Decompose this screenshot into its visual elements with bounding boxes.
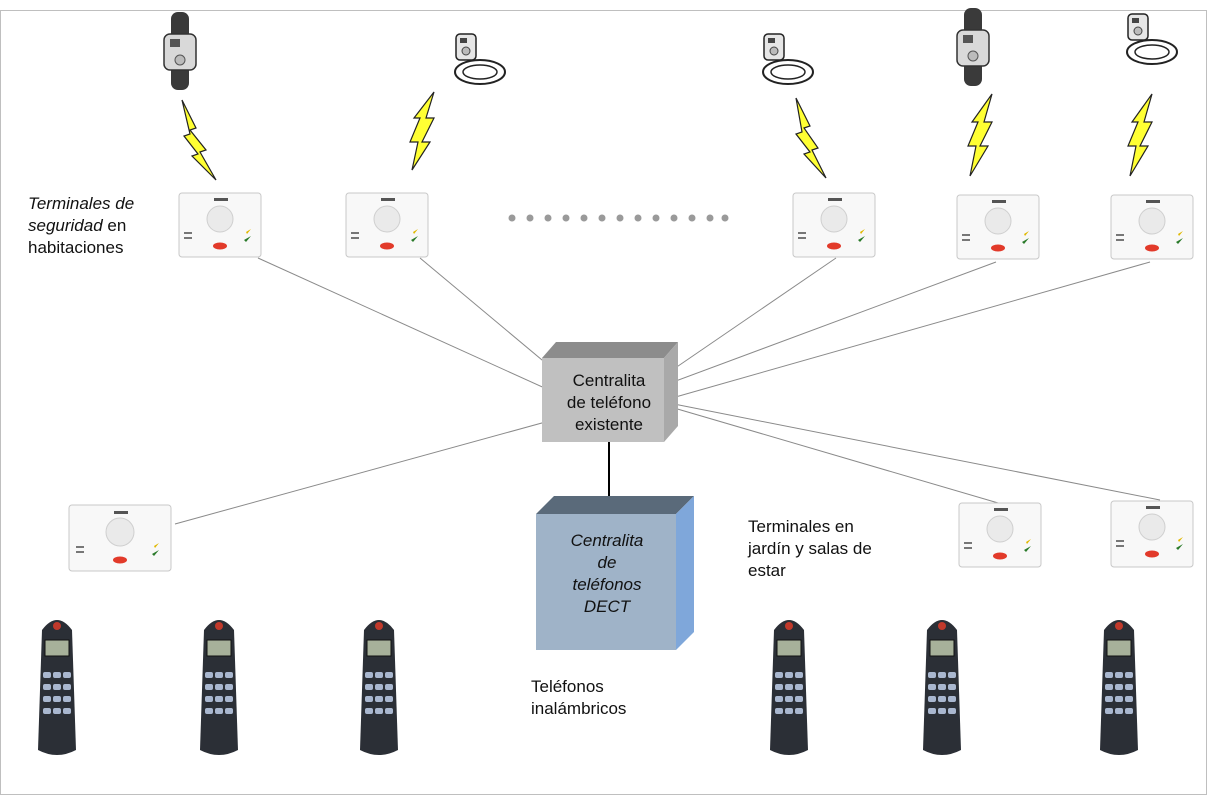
garden-line-1: Terminales en (748, 517, 854, 536)
wristband-alarm-icon (163, 12, 197, 90)
wire-terminal-garden-1 (673, 407, 1006, 506)
dect-phone-icon (770, 620, 808, 755)
security-line-2-rest: en (102, 216, 127, 235)
security-terminal-icon (1110, 500, 1194, 568)
lightning-signal-icon (181, 99, 217, 181)
security-terminal-icon (792, 192, 876, 258)
wire-terminal-3 (664, 257, 837, 376)
wire-terminal-1 (257, 257, 561, 396)
pbx-line-3: existente (574, 415, 644, 434)
pendant-alarm-icon (1126, 13, 1178, 65)
security-terminal-icon (178, 192, 262, 258)
pendant-alarm-icon (762, 33, 814, 85)
security-line-1: Terminales de (28, 194, 135, 213)
garden-line-2: jardín y salas de (748, 539, 872, 558)
pbx-line-1: Centralita (572, 371, 646, 390)
wire-terminal-5 (664, 261, 1151, 401)
wire-terminal-4 (664, 261, 997, 386)
wireless-line-2: inalámbricos (531, 699, 627, 718)
dect-line-1: Centralita (570, 531, 644, 550)
security-terminal-icon (956, 194, 1040, 260)
lightning-signal-icon (795, 97, 827, 179)
security-terminal-icon (958, 502, 1042, 568)
security-terminal-icon (345, 192, 429, 258)
dect-phone-icon (923, 620, 961, 755)
garden-terminals-label: Terminales en jardín y salas de estar (748, 516, 872, 582)
pendant-alarm-icon (454, 33, 506, 85)
security-terminal-icon (68, 504, 172, 572)
dect-line-4: DECT (583, 597, 631, 616)
security-line-2-italic: seguridad (28, 216, 103, 235)
wristband-alarm-icon (956, 8, 990, 86)
wireless-phones-label: Teléfonos inalámbricos (531, 676, 626, 720)
wire-terminal-lower-left (174, 417, 561, 525)
wire-terminal-2 (419, 257, 561, 376)
lightning-signal-icon (409, 91, 435, 171)
lightning-signal-icon (967, 93, 993, 177)
dect-phone-icon (38, 620, 76, 755)
diagram-frame (0, 10, 1207, 795)
dect-phone-icon (360, 620, 398, 755)
dect-phone-icon (1100, 620, 1138, 755)
security-terminals-label: Terminales de seguridad en habitaciones (28, 193, 134, 259)
dect-line-2: de (597, 553, 617, 572)
wire-terminal-garden-2 (673, 403, 1161, 501)
pbx-line-2: de teléfono (566, 393, 652, 412)
existing-pbx-box (542, 342, 678, 442)
garden-line-3: estar (748, 561, 786, 580)
dect-pbx-box (536, 496, 694, 650)
existing-pbx-label: Centralita de teléfono existente (542, 370, 676, 436)
lightning-signal-icon (1127, 93, 1153, 177)
dect-phone-icon (200, 620, 238, 755)
wireless-line-1: Teléfonos (531, 677, 604, 696)
dect-line-3: teléfonos (572, 575, 642, 594)
dect-pbx-label: Centralita de teléfonos DECT (537, 530, 677, 618)
dotted-continuation (508, 214, 729, 222)
security-terminal-icon (1110, 194, 1194, 260)
security-line-3: habitaciones (28, 238, 124, 257)
